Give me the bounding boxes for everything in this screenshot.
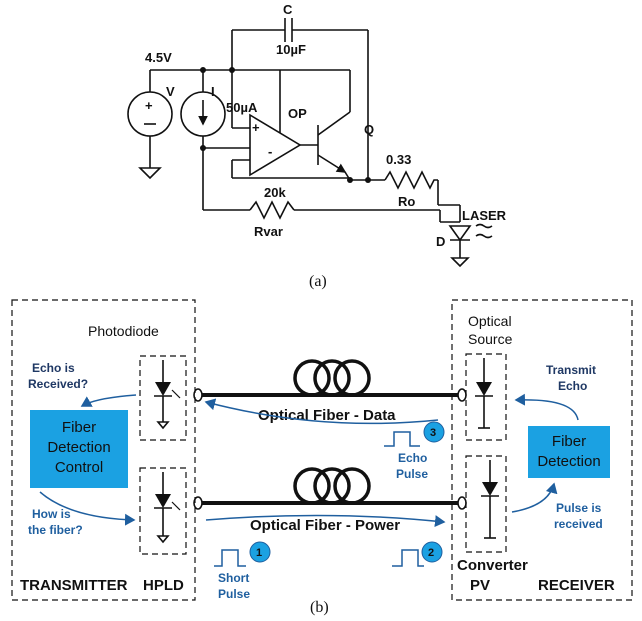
current-value: 50µA (226, 100, 258, 115)
transistor-label: Q (364, 122, 374, 137)
rvar-value: 20k (264, 185, 286, 200)
opamp-minus: - (268, 144, 272, 159)
pv-label: PV (470, 577, 490, 594)
source-v-label: V (166, 84, 175, 99)
resistor-rvar (203, 200, 460, 223)
hpld-label: HPLD (143, 577, 184, 594)
laser-label: LASER (462, 208, 507, 223)
opamp-plus: + (252, 120, 260, 135)
laser-diode (448, 223, 493, 268)
photodiode-icon (154, 360, 181, 430)
fiber-detection-control-box (30, 410, 128, 488)
capacitor-c (231, 18, 369, 180)
optical-source-label-1: Optical (468, 313, 512, 329)
caption-a: (a) (309, 273, 327, 290)
rvar-name: Rvar (254, 224, 283, 239)
receiver-label: RECEIVER (538, 577, 615, 594)
power-fiber (193, 467, 467, 510)
echo-pulse-1: Echo (398, 451, 427, 465)
transmitter-box (11, 299, 196, 601)
optical-source-box (465, 353, 507, 441)
fiber-data-label: Optical Fiber - Data (258, 407, 396, 424)
ro-value: 0.33 (386, 152, 411, 167)
converter-pv-box (465, 455, 507, 553)
opamp (200, 70, 348, 179)
hpld-box (139, 467, 187, 555)
step-2: 2 (428, 547, 434, 559)
fiber-control-text-1: Fiber (62, 419, 96, 436)
fiber-power-label: Optical Fiber - Power (250, 517, 400, 534)
fiber-detection-text-1: Fiber (552, 433, 586, 450)
svg-text:+: + (145, 98, 153, 113)
short-pulse-1: Short (218, 571, 249, 585)
receiver-box (451, 299, 633, 601)
step-1: 1 (256, 547, 262, 559)
capacitor-name: C (283, 2, 293, 17)
capacitor-value: 10µF (276, 42, 306, 57)
pv-cell-icon (481, 460, 499, 539)
fiber-control-text-2: Detection (47, 439, 110, 456)
transistor-q (317, 70, 351, 181)
system-diagram: Photodiode Optical Source Fiber Detectio… (11, 299, 633, 616)
transmit-echo-2: Echo (558, 379, 587, 393)
echo-pulse-2: Pulse (396, 467, 428, 481)
fiber-detection-box (528, 426, 610, 478)
caption-b: (b) (310, 599, 329, 616)
pulse-received-2: received (554, 517, 603, 531)
opamp-label: OP (288, 106, 307, 121)
supply-voltage: 4.5V (145, 50, 172, 65)
current-source (180, 70, 226, 210)
fiber-control-text-3: Control (55, 459, 103, 476)
how-fiber-2: the fiber? (28, 523, 83, 537)
transmitter-label: TRANSMITTER (20, 577, 128, 594)
source-i-label: I (211, 84, 215, 99)
echo-received-1: Echo is (32, 361, 75, 375)
pulse-received-1: Pulse is (556, 501, 602, 515)
photodiode-box (139, 355, 187, 441)
short-pulse-2: Pulse (218, 587, 250, 601)
transmit-echo-1: Transmit (546, 363, 596, 377)
resistor-ro (384, 170, 461, 222)
data-fiber (193, 359, 467, 402)
how-fiber-1: How is (32, 507, 71, 521)
voltage-source: + (127, 70, 173, 180)
optical-source-icon (475, 358, 493, 429)
diode-label: D (436, 234, 445, 249)
step-3: 3 (430, 427, 436, 439)
circuit-diagram: C 10µF 4.5V + V I 50µA (127, 2, 507, 290)
hpld-icon (154, 472, 181, 544)
ro-name: Ro (398, 194, 415, 209)
converter-label: Converter (457, 557, 528, 574)
echo-received-2: Received? (28, 377, 88, 391)
fiber-detection-text-2: Detection (537, 453, 600, 470)
optical-source-label-2: Source (468, 331, 513, 347)
photodiode-label: Photodiode (88, 323, 159, 339)
